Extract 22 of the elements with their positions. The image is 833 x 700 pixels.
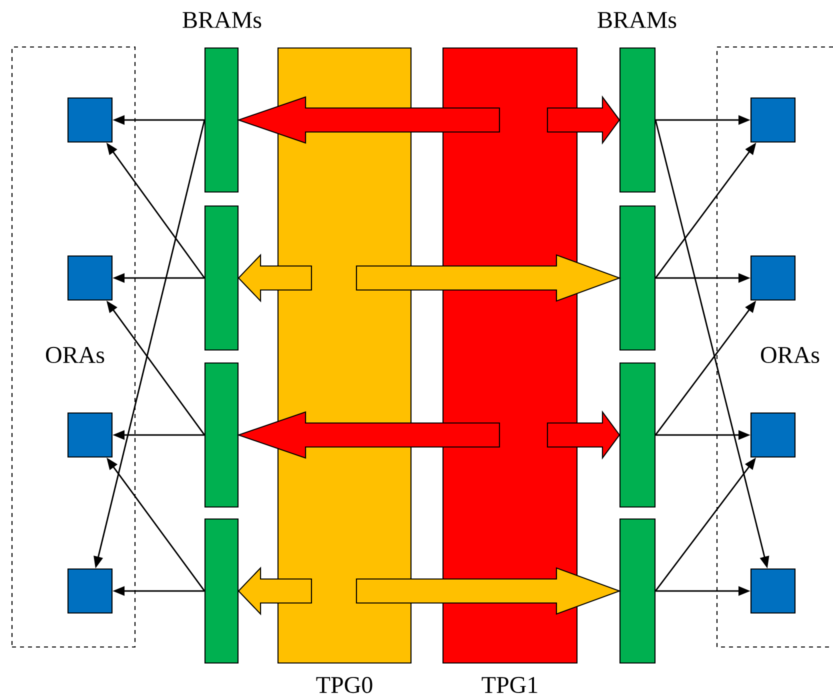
- square-block: [750, 412, 796, 458]
- memory-bar: [204, 47, 239, 193]
- square-block: [67, 97, 113, 143]
- node-label: TPG1: [482, 676, 538, 694]
- memory-bar: [619, 518, 656, 664]
- memory-bar: [619, 362, 656, 508]
- memory-bar: [204, 362, 239, 508]
- group-box: ORAs: [716, 46, 833, 648]
- memory-bar: [619, 47, 656, 193]
- square-block: [67, 412, 113, 458]
- square-block: [750, 568, 796, 614]
- memory-bar: [204, 518, 239, 664]
- square-block: [750, 97, 796, 143]
- square-block: [750, 255, 796, 301]
- column-label: BRAMs: [598, 12, 676, 28]
- square-block: [67, 568, 113, 614]
- group-box: ORAs: [11, 46, 136, 648]
- square-block: [67, 255, 113, 301]
- memory-bar: [619, 205, 656, 351]
- memory-bar: [204, 205, 239, 351]
- node-label: TPG0: [316, 676, 372, 694]
- column-label: BRAMs: [182, 12, 262, 28]
